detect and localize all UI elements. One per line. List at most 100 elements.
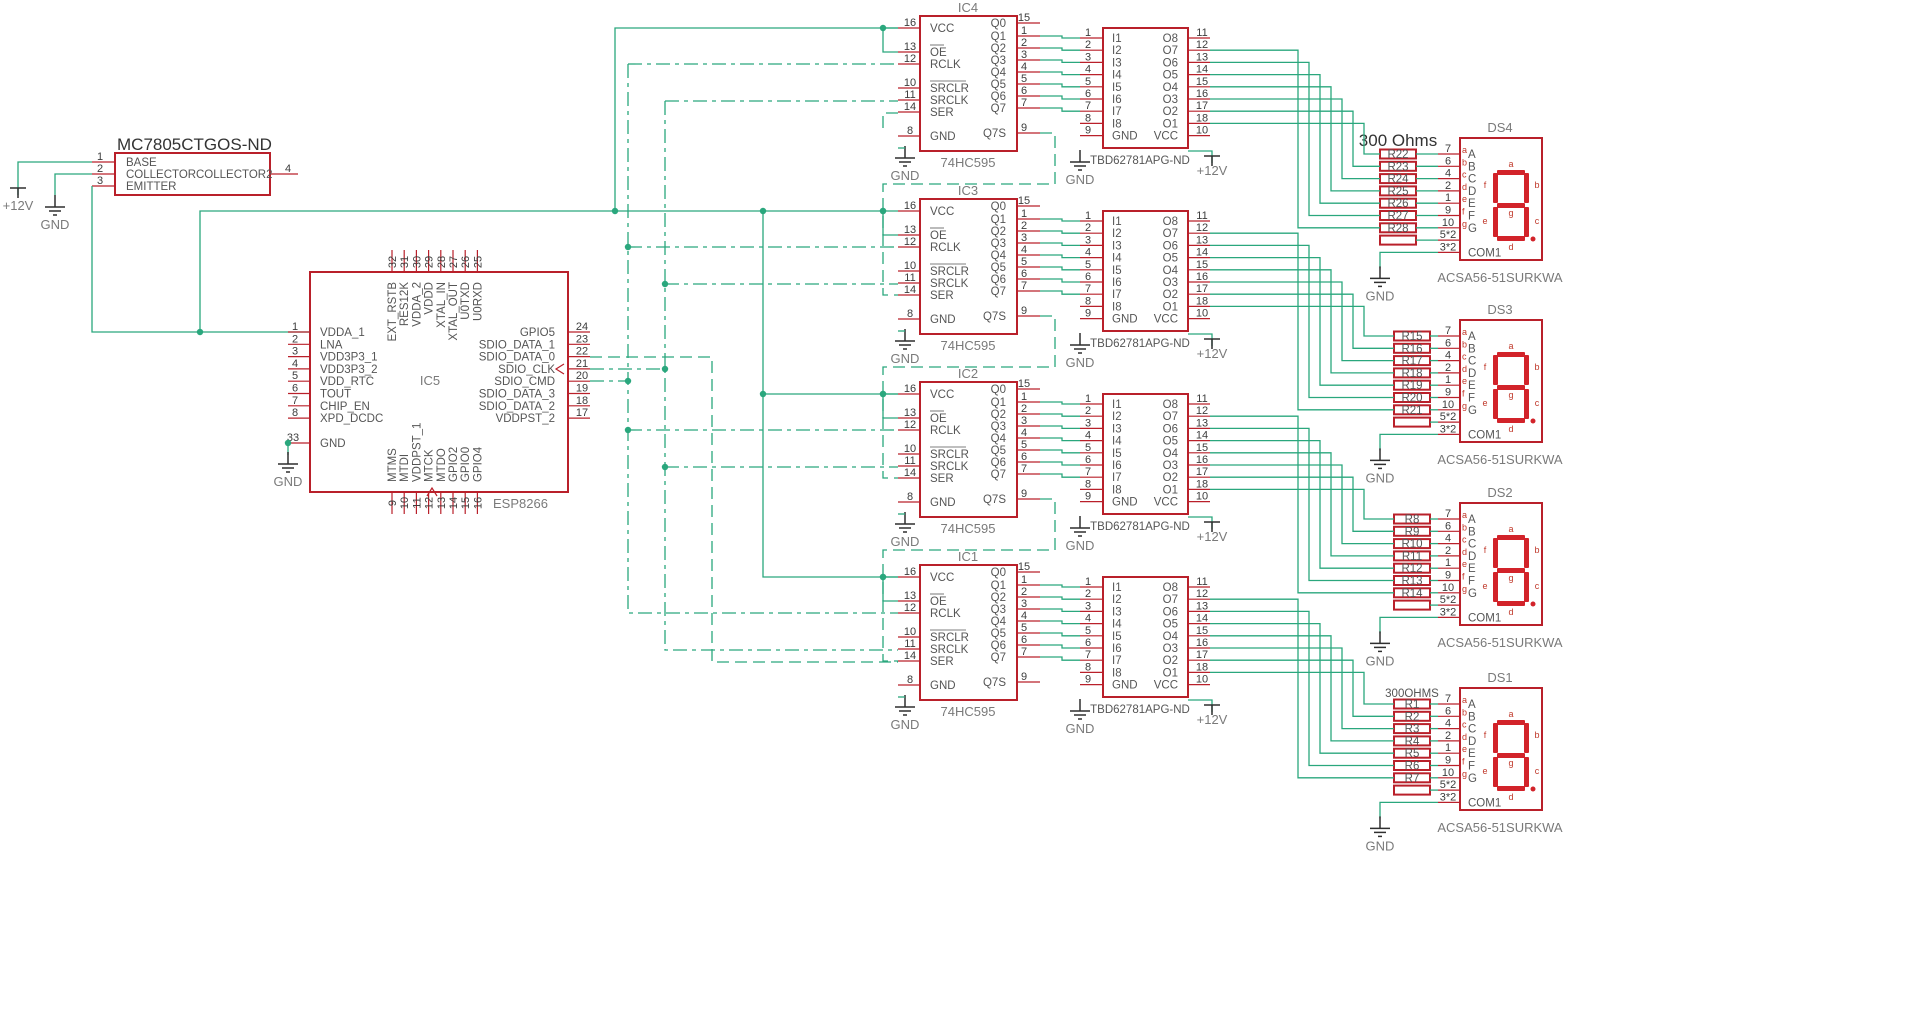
pin-name: O4: [1163, 448, 1179, 460]
driver-to-resistor-wire: [1210, 427, 1394, 582]
pin-name: SDIO_DATA_1: [479, 339, 555, 351]
pin-number: 9: [1445, 570, 1451, 582]
pin-name: O4: [1163, 82, 1179, 94]
vin-wire: [17, 161, 92, 195]
shift-register-ref: IC2: [958, 366, 978, 381]
pin-name: SRCLR: [930, 632, 969, 644]
pin-number: 16: [904, 17, 916, 29]
rclk-bus: [590, 380, 898, 614]
pin-name: O7: [1163, 45, 1178, 57]
vcc-rail: [614, 27, 898, 211]
resistor-ref: R5: [1405, 748, 1420, 760]
pin-number: 24: [576, 321, 588, 333]
pin-name: G: [1468, 405, 1477, 417]
seg-e: [1493, 389, 1498, 419]
seg-dp: [1530, 236, 1536, 242]
seg-d: [1497, 786, 1525, 791]
pin-number: 4: [1085, 247, 1091, 259]
pin-name: SER: [930, 473, 954, 485]
pin-name: VCC: [1154, 131, 1178, 143]
junction-dot: [661, 365, 669, 373]
sr-to-driver-wire: [1040, 584, 1080, 588]
resistor-ref: R6: [1405, 761, 1420, 773]
common-gnd-wire: [1379, 616, 1438, 634]
driver-to-resistor-wire: [1210, 439, 1394, 569]
driver-to-resistor-wire: [1210, 61, 1380, 217]
junction-dot: [759, 390, 767, 398]
pin-name: I1: [1112, 399, 1122, 411]
pin-name: Q1: [991, 214, 1006, 226]
pin-name: RES12K: [399, 282, 411, 326]
pin-name: MTCK: [424, 449, 436, 482]
ser-bus: [590, 356, 898, 663]
segment-label: c: [1535, 766, 1540, 776]
pin-name: O8: [1163, 216, 1178, 228]
resistor-ref: R8: [1405, 514, 1420, 526]
pin-name: Q0: [991, 384, 1006, 396]
segment-letter: f: [1462, 207, 1465, 217]
pin-name: VDDA_2: [411, 282, 423, 327]
pin-name: SRCLK: [930, 95, 969, 107]
pin-name: Q7: [991, 286, 1006, 298]
pin-number: 15: [1018, 12, 1030, 24]
pin-number: 2: [1445, 180, 1451, 192]
pin-name: B: [1468, 161, 1476, 173]
segment-label: f: [1484, 180, 1487, 190]
pin-name: TOUT: [320, 389, 351, 401]
pin-number: 6: [292, 383, 298, 395]
ground-label: GND: [41, 217, 70, 232]
sr-to-driver-wire: [1040, 401, 1080, 405]
pin-number: 2: [1085, 222, 1091, 234]
pin-name: E: [1468, 563, 1476, 575]
driver-to-resistor-wire: [1210, 415, 1394, 594]
pin-name: CHIP_EN: [320, 401, 370, 413]
pin-number: 13: [1196, 600, 1208, 612]
segment-letter: e: [1462, 744, 1467, 754]
pin-number: 1: [1085, 27, 1091, 39]
sr-to-driver-wire: [1040, 413, 1080, 417]
segment-label: d: [1508, 424, 1513, 434]
pin-number: 3: [292, 346, 298, 358]
pin-name: O7: [1163, 228, 1178, 240]
pin-number: 17: [1196, 649, 1208, 661]
sr-to-driver-wire: [1040, 218, 1080, 222]
pin-number: 9: [1085, 491, 1091, 503]
driver-value: TBD62781APG-ND: [1090, 338, 1190, 350]
pin-name: RCLK: [930, 59, 961, 71]
pin-number: 7: [1445, 693, 1451, 705]
pin-name: XTAL_OUT: [448, 282, 460, 341]
vcc-rail: [762, 211, 898, 578]
pin-number: 1: [1021, 574, 1027, 586]
pin-name: OE: [930, 413, 947, 425]
driver-to-resistor-wire: [1210, 610, 1394, 767]
driver-to-resistor-wire: [1210, 49, 1380, 229]
pin-number: 7: [292, 395, 298, 407]
pin-number: 12: [1196, 222, 1208, 234]
pin-number: 17: [1196, 100, 1208, 112]
pin-name: XTAL_IN: [436, 282, 448, 328]
ground-label: GND: [891, 534, 920, 549]
pin-number: 14: [1196, 64, 1208, 76]
pin-name: LNA: [320, 339, 343, 351]
pin-number: 3*2: [1440, 606, 1457, 618]
common-gnd-wire: [1379, 433, 1438, 451]
sr-to-driver-wire: [1040, 35, 1080, 39]
segment-letter: a: [1462, 510, 1467, 520]
pin-name: GND: [1112, 131, 1138, 143]
pin-number: 13: [1196, 234, 1208, 246]
pin-name: I1: [1112, 582, 1122, 594]
pin-number: 8: [907, 125, 913, 137]
mcu-ref: IC5: [420, 373, 440, 388]
pin-name: Q0: [991, 201, 1006, 213]
pin-name: I3: [1112, 57, 1122, 69]
resistor-body: [1379, 234, 1417, 246]
pin-name: I5: [1112, 631, 1122, 643]
pin-name: O3: [1163, 277, 1178, 289]
pin-number: 15: [1018, 378, 1030, 390]
pin-number: 9: [1445, 205, 1451, 217]
pin-name: O3: [1163, 94, 1178, 106]
pin-name: VDDPST_2: [496, 413, 555, 425]
pin-number: 7: [1085, 100, 1091, 112]
pin-name: D: [1468, 551, 1476, 563]
pin-number: 4: [292, 358, 298, 370]
